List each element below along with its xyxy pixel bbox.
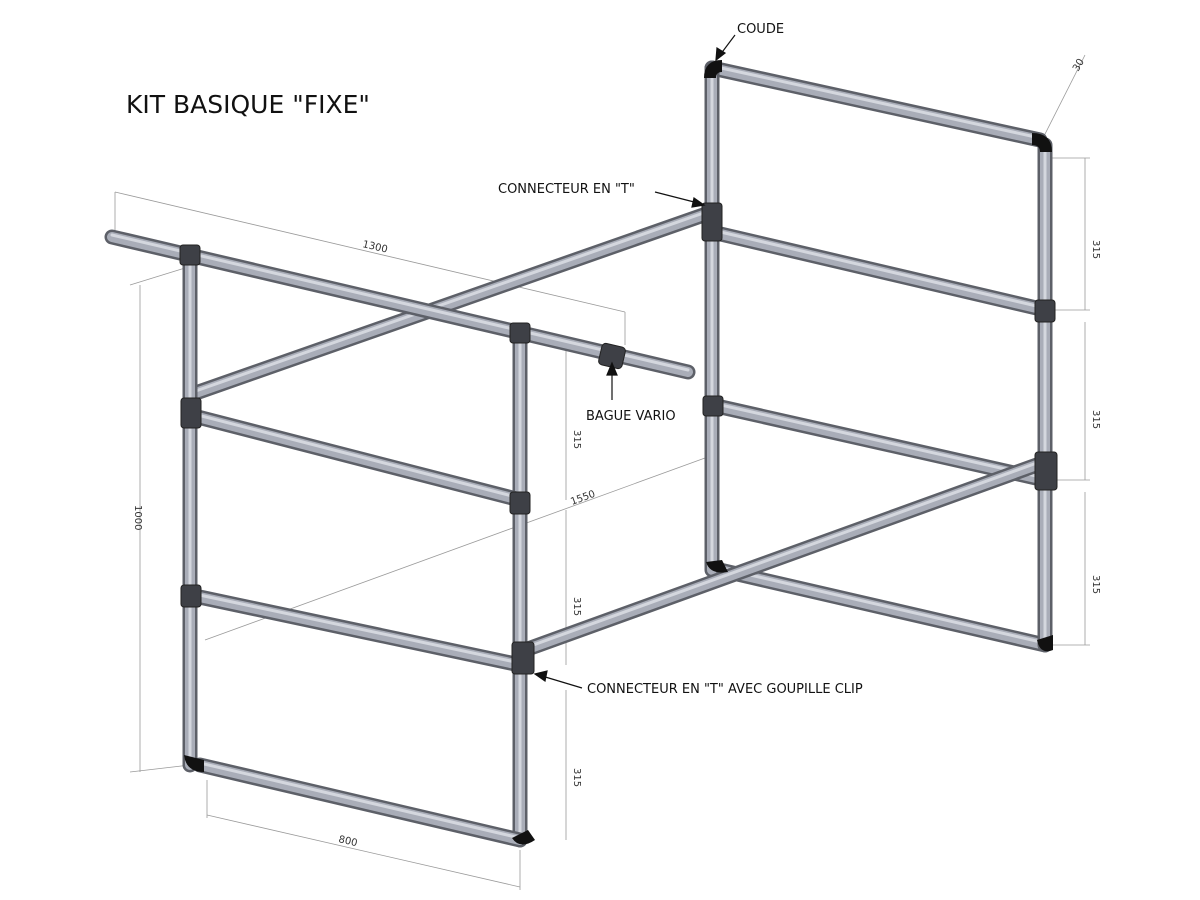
label-bague-vario: BAGUE VARIO: [586, 409, 676, 424]
label-connecteur-t-clip: CONNECTEUR EN "T" AVEC GOUPILLE CLIP: [587, 682, 863, 697]
t-connector: [180, 397, 202, 429]
tube: [712, 562, 1053, 653]
dim-spacing-front-3: 315: [571, 768, 582, 787]
dim-height: 1000: [132, 505, 143, 530]
t-connector: [701, 202, 723, 242]
page-title: KIT BASIQUE "FIXE": [126, 90, 370, 119]
tube: [704, 60, 1048, 148]
t-connector: [509, 491, 531, 515]
tube: [182, 204, 720, 403]
tube: [704, 224, 1053, 318]
tube: [704, 397, 1053, 488]
tubes: [104, 60, 1053, 848]
dim-spacing-front-1: 315: [571, 430, 582, 449]
tube: [182, 407, 528, 508]
dim-spacing-front-2: 315: [571, 597, 582, 616]
connectors: [179, 60, 1058, 845]
label-connecteur-t: CONNECTEUR EN "T": [498, 182, 635, 197]
dim-radius: 30: [1071, 57, 1087, 74]
tube: [517, 454, 1053, 658]
dim-depth: 1550: [569, 489, 597, 508]
dim-spacing-back-2: 315: [1090, 410, 1101, 429]
elbow-connector: [184, 755, 204, 772]
t-connector: [1034, 299, 1056, 323]
t-connector-clip: [511, 641, 535, 675]
bague-vario: [598, 342, 626, 370]
tube: [104, 229, 696, 380]
tube: [182, 587, 528, 673]
elbow-connector: [704, 60, 722, 78]
t-connector: [180, 584, 202, 608]
leader-arrows: [533, 34, 736, 689]
dim-spacing-back-1: 315: [1090, 240, 1101, 259]
tube: [192, 757, 528, 848]
dim-width-bottom: 800: [337, 834, 358, 849]
elbow-connector: [1037, 635, 1053, 652]
dimension-lines: [114, 54, 1090, 890]
t-connector: [702, 395, 724, 417]
dim-spacing-back-3: 315: [1090, 575, 1101, 594]
t-connector: [1034, 451, 1058, 491]
elbow-connector: [512, 830, 535, 845]
t-connector: [509, 322, 531, 344]
elbow-connector: [706, 560, 728, 573]
t-connector: [179, 244, 201, 266]
elbow-connector: [1032, 133, 1052, 152]
label-coude: COUDE: [737, 22, 784, 37]
